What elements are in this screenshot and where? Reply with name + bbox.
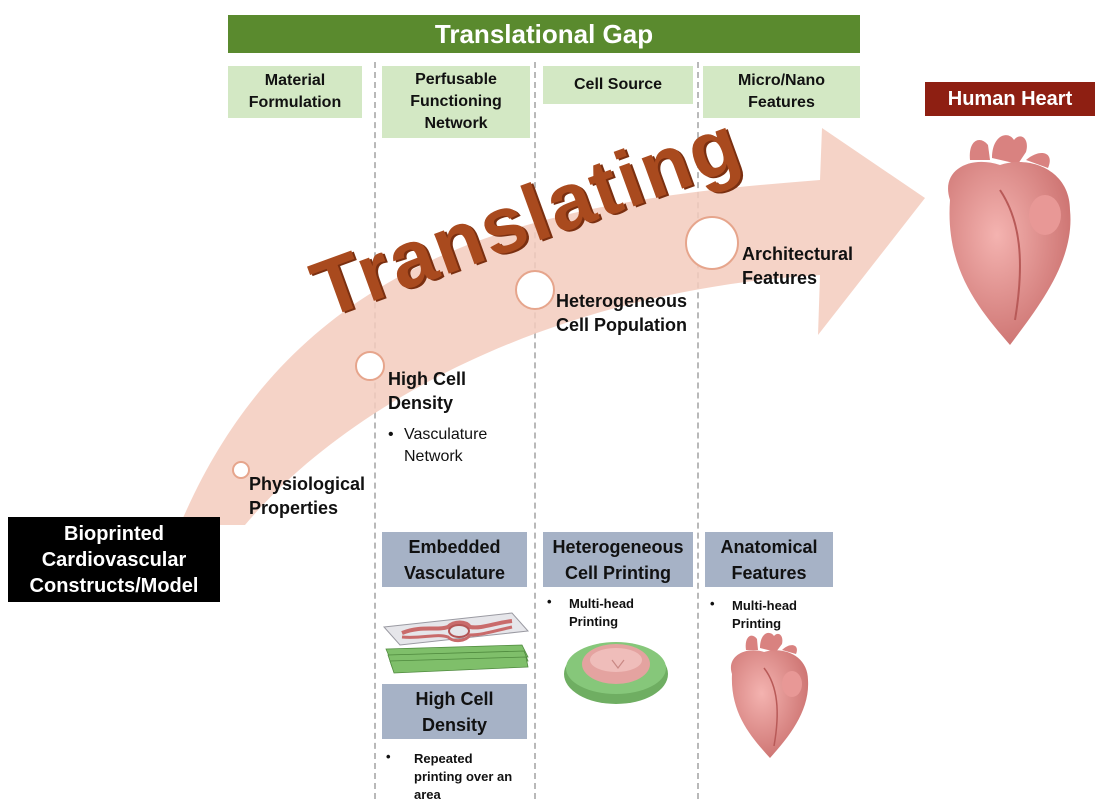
method-anatomical-features: Anatomical Features <box>705 532 833 587</box>
milestone-circle <box>232 461 250 479</box>
category-perfusable-network: Perfusable Functioning Network <box>382 66 530 138</box>
milestone-bullet: • Vasculature Network <box>388 424 518 468</box>
milestone-high-cell-density: High Cell Density <box>388 369 467 413</box>
multihead-printing-text: Multi-head Printing <box>732 598 797 631</box>
method-high-cell-density: High Cell Density <box>382 684 527 739</box>
vasculature-network-text: Vasculature Network <box>404 426 488 465</box>
column-divider <box>534 62 536 799</box>
embedded-vasculature-device-icon <box>382 612 530 674</box>
milestone-architectural-features: Architectural Features <box>742 244 854 288</box>
milestone-heterogeneous-cell-population: Heterogeneous Cell Population <box>556 291 688 335</box>
bioprinted-constructs-box: Bioprinted Cardiovascular Constructs/Mod… <box>8 517 220 602</box>
milestone-circle <box>685 216 739 270</box>
heterogeneous-cell-dish-icon <box>564 642 668 704</box>
human-heart-label: Human Heart <box>925 82 1095 116</box>
milestone-physiological-properties: Physiological Properties <box>249 474 366 518</box>
multihead-printing-text: Multi-head Printing <box>569 596 634 629</box>
arrow-body <box>180 128 925 525</box>
translational-gap-banner: Translational Gap <box>228 15 860 53</box>
repeated-printing-text: Repeated printing over an area <box>414 751 513 802</box>
column-divider <box>374 62 376 799</box>
category-cell-source: Cell Source <box>543 66 693 104</box>
anatomical-heart-icon <box>730 632 809 758</box>
column-divider <box>697 62 699 799</box>
method-bullet-repeated-printing: • Repeated printing over an area <box>386 749 513 802</box>
milestone-circle <box>355 351 385 381</box>
milestone-circle <box>515 270 555 310</box>
category-material-formulation: Material Formulation <box>228 66 362 118</box>
category-micro-nano-features: Micro/Nano Features <box>703 66 860 118</box>
method-heterogeneous-cell-printing: Heterogeneous Cell Printing <box>543 532 693 587</box>
method-bullet-multihead-2: • Multi-head Printing <box>710 596 830 633</box>
method-embedded-vasculature: Embedded Vasculature <box>382 532 527 587</box>
method-bullet-multihead-1: • Multi-head Printing <box>547 594 687 631</box>
human-heart-icon <box>948 135 1071 345</box>
